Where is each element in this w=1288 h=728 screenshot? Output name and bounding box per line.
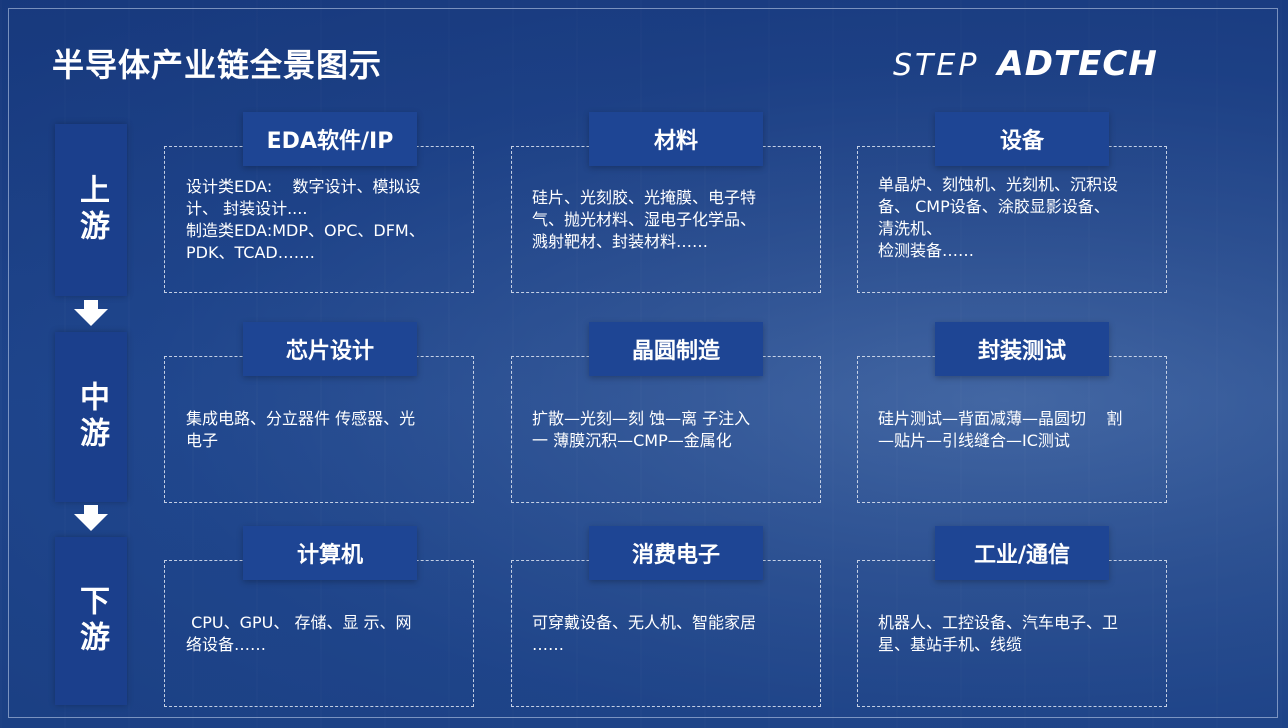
- stage-upstream: 上游: [55, 124, 127, 296]
- card-text-wafer-fab: 扩散—光刻—刻 蚀—离 子注入 一 薄膜沉积—CMP—金属化: [532, 409, 751, 450]
- card-text-eda: 设计类EDA: 数字设计、模拟设 计、 封装设计.... 制造类EDA:MDP、…: [186, 177, 425, 262]
- down-arrow-icon: [74, 505, 108, 531]
- card-text-equipment: 单晶炉、刻蚀机、光刻机、沉积设 备、 CMP设备、涂胶显影设备、 清洗机、 检测…: [878, 175, 1119, 260]
- card-title-equipment: 设备: [935, 112, 1109, 166]
- stage-label: 下游: [74, 585, 109, 657]
- card-text-consumer-electronics: 可穿戴设备、无人机、智能家居 ……: [532, 613, 757, 654]
- card-title-eda: EDA软件/IP: [243, 112, 417, 166]
- card-title-industrial-telecom: 工业/通信: [935, 526, 1109, 580]
- stage-label: 上游: [74, 174, 109, 246]
- card-title-wafer-fab: 晶圆制造: [589, 322, 763, 376]
- logo-step: STEP: [893, 48, 980, 83]
- card-title-packaging-test: 封装测试: [935, 322, 1109, 376]
- company-logo: STEP ADTECH: [893, 44, 1158, 84]
- slide-frame: [8, 8, 1278, 718]
- card-title-consumer-electronics: 消费电子: [589, 526, 763, 580]
- down-arrow-icon: [74, 300, 108, 326]
- card-title-materials: 材料: [589, 112, 763, 166]
- card-title-chip-design: 芯片设计: [243, 322, 417, 376]
- card-text-computer: CPU、GPU、 存储、显 示、网 络设备……: [186, 613, 412, 654]
- card-text-chip-design: 集成电路、分立器件 传感器、光 电子: [186, 409, 416, 450]
- card-text-packaging-test: 硅片测试—背面减薄—晶圆切 割 —贴片—引线缝合—IC测试: [878, 409, 1123, 450]
- card-title-computer: 计算机: [243, 526, 417, 580]
- logo-adtech: ADTECH: [997, 44, 1158, 84]
- card-text-materials: 硅片、光刻胶、光掩膜、电子特 气、抛光材料、湿电子化学品、 溅射靶材、封装材料……: [532, 188, 757, 251]
- stage-label: 中游: [74, 381, 109, 453]
- card-text-industrial-telecom: 机器人、工控设备、汽车电子、卫 星、基站手机、线缆: [878, 613, 1119, 654]
- stage-downstream: 下游: [55, 537, 127, 705]
- stage-midstream: 中游: [55, 332, 127, 502]
- page-title: 半导体产业链全景图示: [52, 46, 383, 84]
